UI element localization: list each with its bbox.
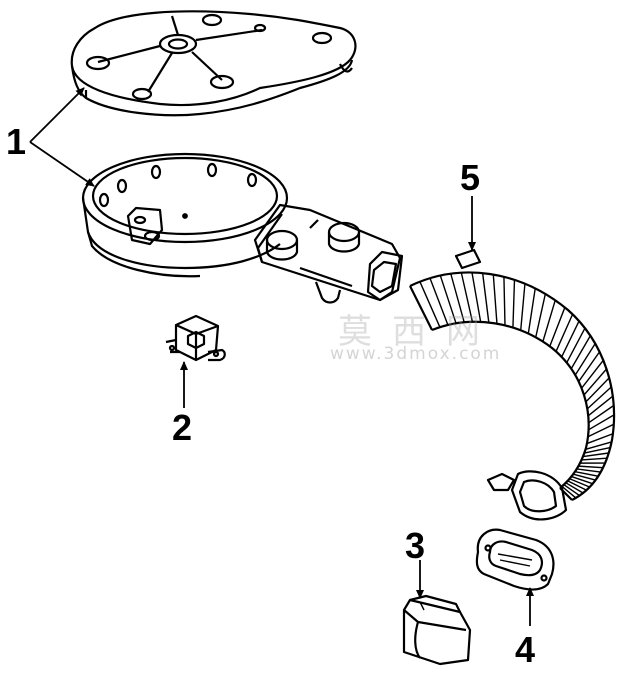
bracket — [165, 314, 226, 362]
hose-rib — [439, 275, 457, 324]
leader-lines — [29, 87, 534, 626]
hose-rib — [586, 433, 614, 445]
hose-rib — [419, 281, 441, 328]
hose-rib — [581, 457, 608, 461]
hose-rib — [535, 293, 547, 338]
hose-rib — [565, 482, 584, 494]
hose-rib — [563, 484, 580, 497]
hose-rib — [583, 368, 608, 396]
callout-4: 4 — [515, 629, 536, 670]
hose-rib — [512, 279, 516, 328]
adapter — [402, 594, 472, 666]
hose-rib — [581, 359, 604, 389]
hose-rib — [567, 480, 587, 491]
hose-rib — [578, 465, 603, 469]
seal — [475, 528, 555, 591]
hose-rib — [492, 274, 498, 324]
hose-rib — [471, 272, 482, 323]
callout-5: 5 — [460, 157, 481, 198]
hose-rib — [576, 468, 601, 473]
hose-rib — [527, 288, 536, 334]
callout-3: 3 — [405, 525, 426, 566]
hose-rib — [542, 300, 556, 342]
callout-2: 2 — [172, 407, 193, 448]
hose-rib — [549, 307, 566, 347]
hose-rib — [573, 473, 596, 481]
air-duct-hose — [409, 248, 616, 521]
leader-1-lower — [29, 141, 95, 187]
hose-rib — [569, 478, 590, 488]
hose-rib — [587, 395, 614, 417]
hose-rib — [503, 276, 506, 326]
hose-rib — [520, 283, 526, 331]
air-cleaner-cover — [70, 10, 357, 117]
hose-rib — [571, 475, 593, 485]
hose-rib — [584, 446, 611, 454]
watermark-url: www.3dmox.com — [330, 344, 502, 364]
hose-rib — [588, 414, 615, 431]
hose-rib — [481, 273, 490, 323]
hose-rib — [585, 441, 612, 450]
hose-rib — [578, 351, 601, 382]
hose-rib — [561, 320, 580, 358]
hose-rib — [561, 485, 577, 499]
leader-1-upper — [29, 87, 85, 143]
callout-1: 1 — [6, 121, 27, 162]
hose-rib — [460, 272, 474, 322]
hose-rib — [574, 470, 599, 477]
hose-rib — [429, 277, 449, 326]
hose-rib — [574, 343, 596, 376]
hose-rib — [555, 313, 574, 352]
hose-rib — [582, 452, 609, 458]
hose-rib — [566, 327, 586, 364]
hose-rib — [570, 335, 591, 370]
hose-rib — [450, 273, 465, 323]
hose-ribs — [419, 272, 615, 499]
watermark-text: 莫西网 — [338, 312, 500, 352]
hose-rib — [588, 404, 615, 424]
air-cleaner-housing — [81, 152, 404, 304]
hose-rib — [585, 377, 610, 403]
hose-rib — [586, 386, 612, 410]
hose-rib — [587, 423, 615, 438]
